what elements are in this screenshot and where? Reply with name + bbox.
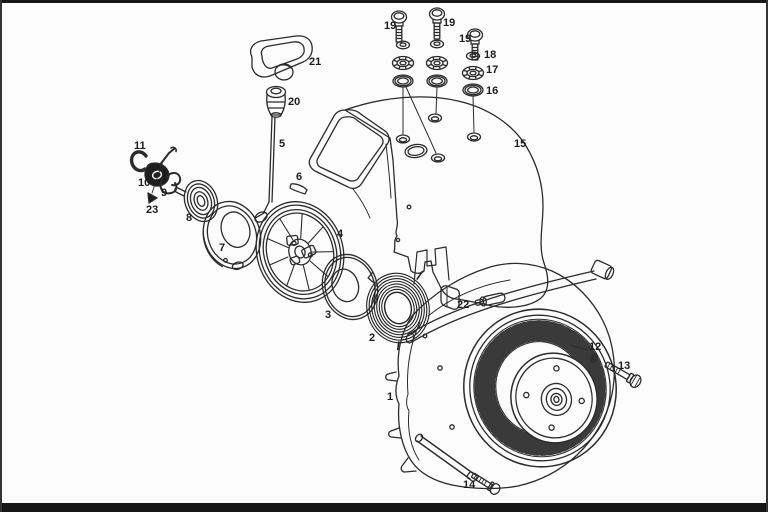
part-label-19-a: 19 <box>384 20 397 32</box>
retaining-ring <box>129 150 148 173</box>
part-label-13: 13 <box>618 360 631 372</box>
part-label-11: 11 <box>134 140 146 152</box>
pawl-spring-clip <box>159 172 182 195</box>
fastener-leader-lines <box>402 86 475 154</box>
part-label-2: 2 <box>369 332 376 344</box>
letterbox-top-bar <box>0 0 768 3</box>
small-wedge-piece <box>147 160 164 204</box>
part-label-12: 12 <box>589 341 602 353</box>
part-label-20: 20 <box>288 96 301 108</box>
part-label-17: 17 <box>486 64 499 76</box>
hex-bolt-short <box>471 472 501 495</box>
part-label-18: 18 <box>484 49 497 61</box>
part-label-10: 10 <box>138 177 151 189</box>
starter-handle <box>249 35 313 81</box>
starter-cover <box>308 96 549 308</box>
part-label-22: 22 <box>457 299 470 311</box>
rope-bushing <box>265 85 287 118</box>
rope-wedge <box>289 183 308 195</box>
washer-12 <box>590 353 598 363</box>
part-label-7: 7 <box>219 242 226 254</box>
cup-plate <box>202 200 262 271</box>
part-label-21: 21 <box>309 56 322 68</box>
starter-rope <box>254 116 276 223</box>
letterbox-bottom-bar <box>0 503 768 512</box>
part-label-6: 6 <box>296 171 303 183</box>
part-label-15: 15 <box>514 138 527 150</box>
part-label-9: 9 <box>161 187 168 199</box>
part-label-3: 3 <box>325 309 332 321</box>
part-label-5: 5 <box>279 138 286 150</box>
spring-case <box>174 179 219 223</box>
frame-right-edge <box>766 0 768 512</box>
rope-pulley <box>255 201 345 303</box>
part-label-19-c: 19 <box>459 33 472 45</box>
flywheel-fan <box>463 308 617 468</box>
part-label-1: 1 <box>387 391 394 403</box>
part-label-16: 16 <box>486 85 499 97</box>
clamp-block <box>440 285 461 310</box>
part-label-14: 14 <box>463 479 476 491</box>
fan-housing <box>385 246 615 490</box>
thrust-washer-disc <box>321 253 379 321</box>
frame-left-edge <box>0 0 2 512</box>
part-label-4: 4 <box>337 228 344 240</box>
part-label-8: 8 <box>186 212 193 224</box>
hex-bolt-long <box>604 361 642 388</box>
part-label-23: 23 <box>146 204 159 216</box>
part-label-19-b: 19 <box>443 17 456 29</box>
